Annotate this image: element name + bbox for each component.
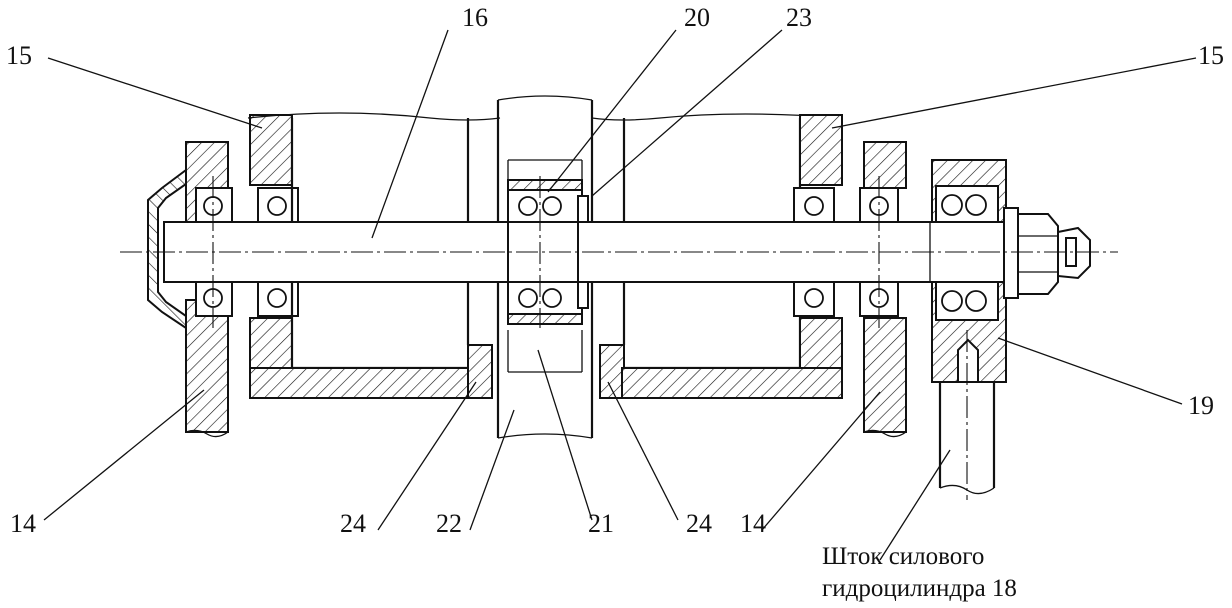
callout-15-right: 15 (1198, 41, 1224, 70)
callout-14-right: 14 (740, 509, 766, 538)
side-wall-right (799, 114, 843, 369)
callout-24-right: 24 (686, 509, 712, 538)
leader-15-right (831, 57, 1197, 129)
leader-rod (879, 449, 951, 561)
callout-23: 23 (786, 3, 812, 32)
caption-line-1: Шток силового (822, 543, 984, 570)
leader-22 (469, 409, 515, 531)
rod-caption: Шток силового гидроцилиндра 18 (822, 543, 1017, 602)
leader-19 (997, 337, 1183, 405)
callout-24-left: 24 (340, 509, 366, 538)
callout-labels: 15 16 20 23 15 19 14 24 22 21 24 14 (6, 3, 1224, 538)
leader-20 (547, 29, 677, 193)
leader-21 (537, 349, 593, 521)
leader-14-right (761, 391, 881, 531)
callout-15-left: 15 (6, 41, 32, 70)
callout-14-left: 14 (10, 509, 36, 538)
bearing-right-inner (793, 187, 835, 317)
callout-22: 22 (436, 509, 462, 538)
callout-16: 16 (462, 3, 488, 32)
leader-lines (43, 29, 1197, 561)
leader-23 (591, 29, 783, 197)
caption-line-2: гидроцилиндра 18 (822, 575, 1017, 602)
nut-assembly (1003, 207, 1091, 299)
drum-housing-left (247, 112, 501, 399)
leader-14-left (43, 389, 205, 521)
callout-20: 20 (684, 3, 710, 32)
callout-19: 19 (1188, 391, 1214, 420)
callout-21: 21 (588, 509, 614, 538)
leader-15-left (47, 57, 263, 129)
leader-24-right (607, 381, 679, 521)
leader-24-left (377, 381, 477, 531)
leader-16 (371, 29, 449, 239)
end-cap-left (147, 168, 187, 330)
frame-plate-right (863, 141, 907, 438)
